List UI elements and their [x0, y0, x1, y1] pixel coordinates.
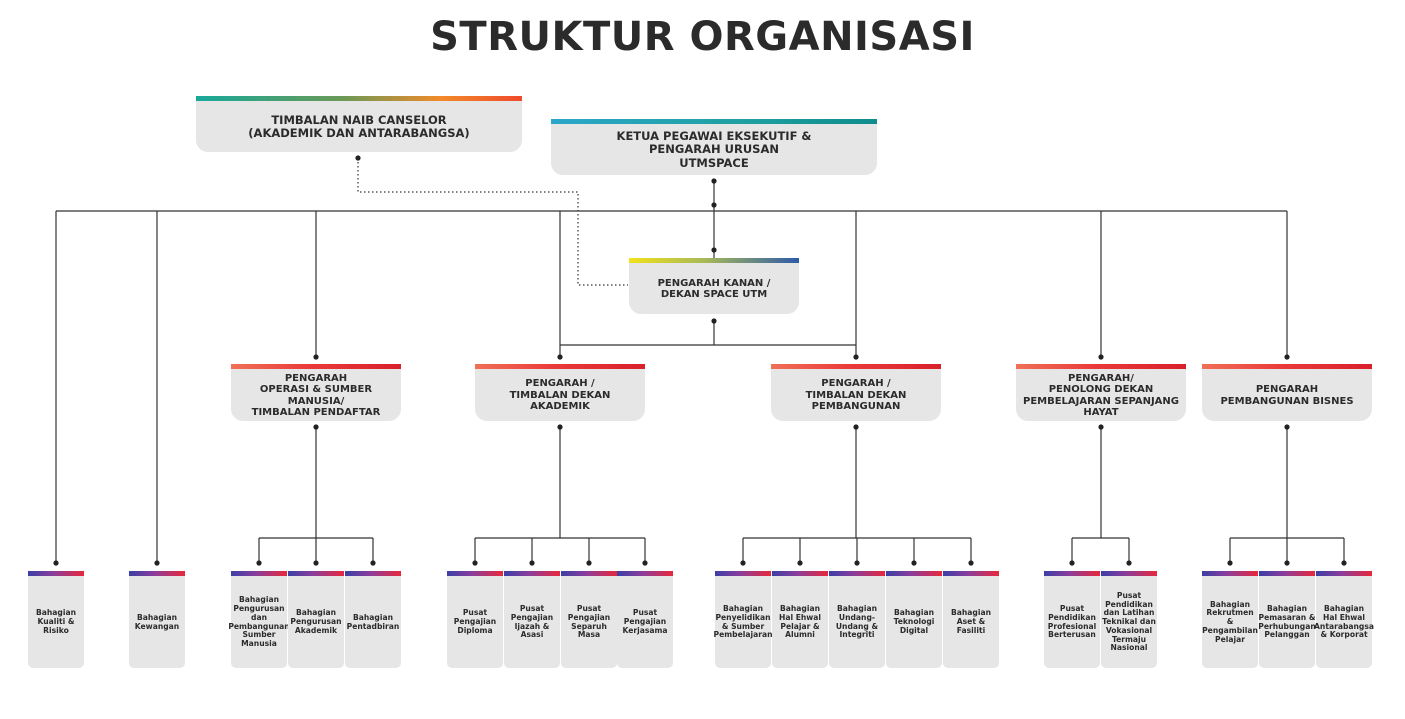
- unit-box: Bahagian Aset & Fasiliti: [943, 571, 999, 668]
- box-accent-bar: [1316, 571, 1372, 576]
- unit-box: Bahagian Teknologi Digital: [886, 571, 942, 668]
- box-accent-bar: [1202, 364, 1372, 369]
- ceo-label: KETUA PEGAWAI EKSEKUTIF & PENGARAH URUSA…: [616, 129, 812, 170]
- box-accent-bar: [715, 571, 771, 576]
- unit-label: Bahagian Aset & Fasiliti: [950, 608, 991, 635]
- box-accent-bar: [475, 364, 645, 369]
- tnc-label: TIMBALAN NAIB CANSELOR (AKADEMIK DAN ANT…: [248, 112, 470, 140]
- unit-box: Bahagian Rekrutmen & Pengambilan Pelajar: [1202, 571, 1258, 668]
- director-box: PENGARAH/ PENOLONG DEKAN PEMBELAJARAN SE…: [1016, 364, 1186, 421]
- unit-label: Bahagian Hal Ehwal Antarabangsa & Korpor…: [1314, 604, 1374, 640]
- unit-box: Bahagian Penyelidikan & Sumber Pembelaja…: [713, 571, 773, 668]
- unit-label: Bahagian Kualiti & Risiko: [35, 608, 76, 635]
- unit-label: Pusat Pengajian Ijazah & Asasi: [510, 604, 554, 640]
- director-box: PENGARAH / TIMBALAN DEKAN AKADEMIK: [475, 364, 645, 421]
- unit-box: Bahagian Pentadbiran: [345, 571, 401, 668]
- unit-box: Pusat Pendidikan dan Latihan Teknikal da…: [1101, 571, 1157, 668]
- director-label: PENGARAH OPERASI & SUMBER MANUSIA/ TIMBA…: [251, 372, 381, 419]
- unit-box: Bahagian Hal Ehwal Pelajar & Alumni: [772, 571, 828, 668]
- unit-box: Bahagian Undang- Undang & Integriti: [829, 571, 885, 668]
- unit-box: Pusat Pengajian Ijazah & Asasi: [504, 571, 560, 668]
- unit-label: Bahagian Pemasaran & Perhubungan Pelangg…: [1258, 604, 1316, 640]
- unit-box: Pusat Pengajian Separuh Masa: [561, 571, 617, 668]
- box-accent-bar: [231, 571, 287, 576]
- tnc-box: TIMBALAN NAIB CANSELOR (AKADEMIK DAN ANT…: [196, 96, 522, 152]
- unit-box: Bahagian Hal Ehwal Antarabangsa & Korpor…: [1314, 571, 1374, 668]
- box-accent-bar: [1101, 571, 1157, 576]
- box-accent-bar: [345, 571, 401, 576]
- unit-label: Bahagian Hal Ehwal Pelajar & Alumni: [778, 604, 822, 640]
- box-accent-bar: [772, 571, 828, 576]
- unit-label: Pusat Pendidikan Profesional Berterusan: [1047, 604, 1097, 640]
- unit-label: Bahagian Penyelidikan & Sumber Pembelaja…: [713, 604, 773, 640]
- unit-label: Pusat Pengajian Diploma: [453, 608, 497, 635]
- unit-label: Bahagian Kewangan: [134, 612, 180, 631]
- unit-box: Bahagian Pengurusan Akademik: [288, 571, 344, 668]
- unit-label: Bahagian Rekrutmen & Pengambilan Pelajar: [1202, 599, 1258, 644]
- unit-box: Bahagian Kewangan: [129, 571, 185, 668]
- box-accent-bar: [886, 571, 942, 576]
- box-accent-bar: [771, 364, 941, 369]
- director-label: PENGARAH/ PENOLONG DEKAN PEMBELAJARAN SE…: [1022, 372, 1179, 419]
- unit-box: Bahagian Kualiti & Risiko: [28, 571, 84, 668]
- unit-label: Pusat Pendidikan dan Latihan Teknikal da…: [1102, 590, 1156, 653]
- box-accent-bar: [231, 364, 401, 369]
- box-accent-bar: [447, 571, 503, 576]
- unit-label: Bahagian Undang- Undang & Integriti: [835, 604, 879, 640]
- unit-label: Bahagian Teknologi Digital: [893, 608, 935, 635]
- box-accent-bar: [829, 571, 885, 576]
- box-accent-bar: [943, 571, 999, 576]
- box-accent-bar: [1016, 364, 1186, 369]
- box-accent-bar: [617, 571, 673, 576]
- unit-box: Pusat Pendidikan Profesional Berterusan: [1044, 571, 1100, 668]
- unit-box: Pusat Pengajian Diploma: [447, 571, 503, 668]
- unit-label: Bahagian Pentadbiran: [346, 612, 400, 631]
- box-accent-bar: [1259, 571, 1315, 576]
- box-accent-bar: [551, 119, 877, 124]
- box-accent-bar: [561, 571, 617, 576]
- unit-label: Pusat Pengajian Kerjasama: [622, 608, 668, 635]
- unit-box: Bahagian Pemasaran & Perhubungan Pelangg…: [1258, 571, 1316, 668]
- unit-box: Pusat Pengajian Kerjasama: [617, 571, 673, 668]
- dean-box: PENGARAH KANAN / DEKAN SPACE UTM: [629, 258, 799, 314]
- box-accent-bar: [28, 571, 84, 576]
- unit-label: Pusat Pengajian Separuh Masa: [567, 604, 611, 640]
- director-label: PENGARAH / TIMBALAN DEKAN AKADEMIK: [509, 378, 611, 413]
- unit-box: Bahagian Pengurusan dan Pembangunan Sumb…: [228, 571, 290, 668]
- box-accent-bar: [288, 571, 344, 576]
- box-accent-bar: [629, 258, 799, 263]
- ceo-box: KETUA PEGAWAI EKSEKUTIF & PENGARAH URUSA…: [551, 119, 877, 175]
- unit-label: Bahagian Pengurusan Akademik: [290, 608, 342, 635]
- dean-label: PENGARAH KANAN / DEKAN SPACE UTM: [657, 277, 771, 301]
- director-box: PENGARAH / TIMBALAN DEKAN PEMBANGUNAN: [771, 364, 941, 421]
- box-accent-bar: [129, 571, 185, 576]
- director-box: PENGARAH PEMBANGUNAN BISNES: [1202, 364, 1372, 421]
- box-accent-bar: [1202, 571, 1258, 576]
- box-accent-bar: [504, 571, 560, 576]
- director-box: PENGARAH OPERASI & SUMBER MANUSIA/ TIMBA…: [231, 364, 401, 421]
- director-label: PENGARAH PEMBANGUNAN BISNES: [1220, 384, 1354, 407]
- box-accent-bar: [1044, 571, 1100, 576]
- box-accent-bar: [196, 96, 522, 101]
- page-title: STRUKTUR ORGANISASI: [430, 14, 975, 60]
- unit-label: Bahagian Pengurusan dan Pembangunan Sumb…: [228, 595, 290, 648]
- director-label: PENGARAH / TIMBALAN DEKAN PEMBANGUNAN: [805, 378, 907, 413]
